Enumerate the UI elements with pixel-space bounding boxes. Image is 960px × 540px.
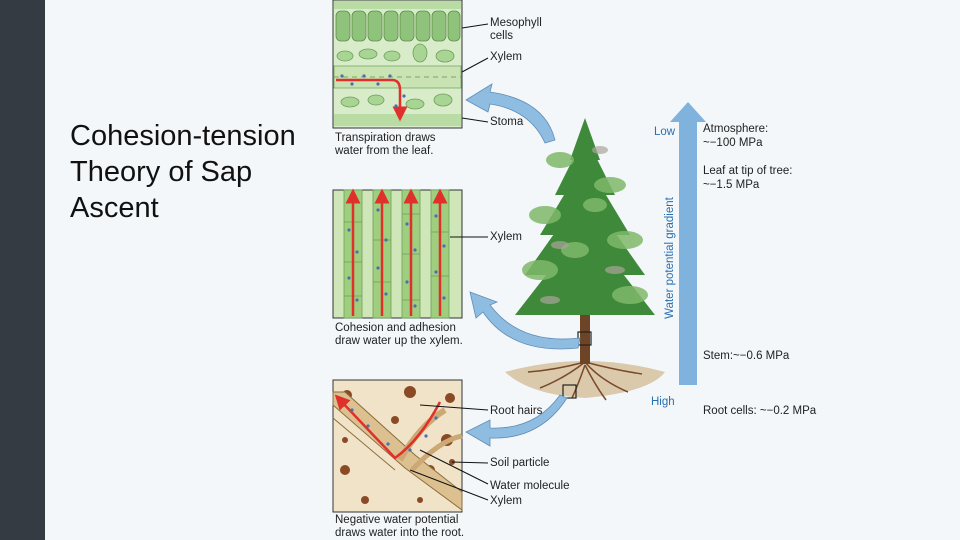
leader-lines xyxy=(409,23,489,501)
level-leaf-name: Leaf at tip of tree: xyxy=(703,165,793,177)
level-root-name: Root cells: xyxy=(703,405,757,417)
caption-stem: Cohesion and adhesion draw water up the … xyxy=(335,322,463,347)
gradient-axis-label: Water potential gradient xyxy=(664,196,676,318)
level-root: Root cells: ~−0.2 MPa xyxy=(703,405,816,418)
level-stem: Stem:~−0.6 MPa xyxy=(703,350,789,363)
callout-arrows xyxy=(465,83,581,447)
level-stem-name: Stem: xyxy=(703,350,734,362)
level-root-value: ~−0.2 MPa xyxy=(759,405,817,417)
gradient-low-label: Low xyxy=(654,126,676,138)
level-atmosphere-name: Atmosphere: xyxy=(703,123,769,135)
water-potential-gradient-arrow: Water potential gradient xyxy=(664,102,706,385)
gradient-high-label: High xyxy=(651,396,675,408)
slide-title: Cohesion-tension Theory of Sap Ascent xyxy=(70,120,296,224)
level-atmosphere-value: ~−100 MPa xyxy=(703,137,763,149)
label-mesophyll: Mesophyll cells xyxy=(490,17,542,42)
label-soil-particle: Soil particle xyxy=(490,457,550,469)
xylem-section xyxy=(332,188,463,319)
caption-leaf: Transpiration draws water from the leaf. xyxy=(335,132,436,157)
root-soil-section xyxy=(332,379,463,513)
label-leaf-xylem: Xylem xyxy=(490,51,522,63)
label-root-hairs: Root hairs xyxy=(490,405,543,417)
label-root-xylem: Xylem xyxy=(490,495,522,507)
label-stoma: Stoma xyxy=(490,116,524,128)
sidebar-strip xyxy=(0,0,45,540)
label-water-molecule: Water molecule xyxy=(490,480,570,492)
caption-root: Negative water potential draws water int… xyxy=(335,514,465,539)
label-stem-xylem: Xylem xyxy=(490,231,522,243)
level-stem-value: ~−0.6 MPa xyxy=(733,350,790,362)
leaf-cross-section xyxy=(332,0,463,129)
level-leaf-value: ~−1.5 MPa xyxy=(703,179,760,191)
tree-illustration xyxy=(505,118,665,401)
